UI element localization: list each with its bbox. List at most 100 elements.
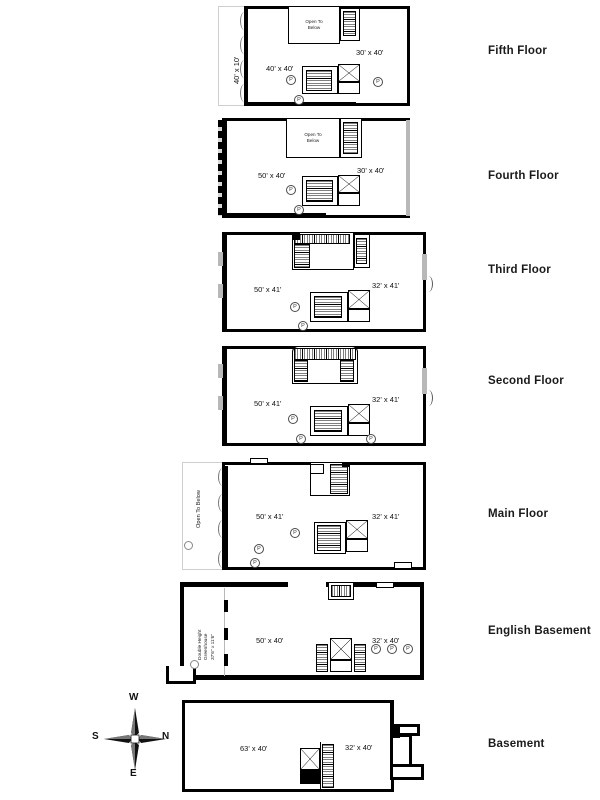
compass-rose-icon	[104, 708, 166, 770]
annotation-line-3: 37'6" x 11'6"	[210, 634, 216, 660]
stair-run-main-upper	[330, 464, 348, 494]
dim-rear-room-second: 32' x 41'	[372, 395, 400, 404]
elevator-fifth	[338, 64, 360, 82]
wall-west-main	[222, 466, 228, 570]
column-marker: P	[254, 544, 264, 554]
column-marker: P	[366, 434, 376, 444]
column-marker: P	[373, 77, 383, 87]
dim-rear-room-fifth: 30' x 40'	[356, 48, 384, 57]
bay-window-icon	[424, 390, 433, 406]
floor-plan-fifth: Open To Below 40' x 10' 40' x 40' 30' x …	[218, 6, 410, 106]
column-marker: P	[286, 185, 296, 195]
stair-run-third	[314, 296, 342, 318]
window-west-second	[218, 364, 223, 378]
rear-door-main	[394, 562, 412, 569]
stair-run-basement	[322, 744, 334, 788]
closet-second	[348, 423, 370, 436]
annotation-line-1: Open To	[196, 506, 202, 528]
floor-label-third: Third Floor	[488, 264, 551, 276]
stair-run-right-second	[340, 360, 354, 382]
open-to-below-room-fourth	[286, 118, 340, 158]
stair-run-upper-second	[294, 348, 356, 360]
stair-run-upper-fourth	[343, 122, 358, 154]
window-west-second	[218, 396, 223, 410]
stair-run-upper-third	[294, 234, 350, 244]
window-east-third	[422, 254, 427, 280]
door-north-english-basement	[376, 582, 394, 588]
wall-west-fourth	[222, 118, 227, 218]
stair-run-lower-third	[294, 244, 310, 268]
greenhouse-feature-marker	[190, 660, 199, 669]
stair-run-upper-english-basement	[331, 585, 351, 597]
floor-label-main: Main Floor	[488, 508, 549, 520]
column-marker: P	[294, 95, 304, 105]
column-marker: P	[371, 644, 381, 654]
bay-window-icon	[218, 520, 228, 538]
wall-south-fourth	[222, 213, 326, 218]
open-to-below-annotation-fourth: Open To Below	[292, 132, 334, 144]
annotation-line-1: Double Height	[198, 629, 203, 660]
floor-label-fifth: Fifth Floor	[488, 45, 548, 57]
bay-window-icon	[424, 276, 433, 292]
column-marker: P	[294, 205, 304, 215]
compass-label-right: N	[162, 731, 170, 742]
dim-front-room-fifth: 40' x 40'	[266, 64, 294, 73]
dim-front-room-fourth: 50' x 40'	[258, 171, 286, 180]
stair-corner-block-third	[292, 232, 300, 240]
elevator-basement	[300, 748, 320, 770]
floor-label-basement: Basement	[488, 738, 545, 750]
building-shell-basement	[182, 700, 394, 792]
dim-front-room-third: 50' x 41'	[254, 285, 282, 294]
dim-rear-room-english-basement: 32' x 40'	[372, 636, 400, 645]
compass-rose: W N E S	[92, 692, 174, 779]
annotation-line-2: Below	[307, 25, 321, 31]
column-marker: P	[286, 75, 296, 85]
elevator-third	[348, 290, 370, 309]
window-east-second	[422, 368, 427, 394]
closet-main-upper	[310, 464, 324, 474]
elevator-english-basement	[330, 638, 352, 660]
greenhouse-annotation-english-basement: Double Height Greenhouse 37'6" x 11'6"	[198, 596, 217, 660]
wall-west-english-basement	[180, 582, 184, 680]
window-west-third	[218, 284, 223, 298]
stair-run-second	[314, 410, 342, 432]
column-marker: P	[387, 644, 397, 654]
floor-plan-basement: 63' x 40' 32' x 40'	[182, 700, 430, 792]
bay-window-icon	[218, 550, 228, 568]
wall-east-upper-basement	[390, 700, 394, 726]
open-to-below-annotation-main: Open To Below	[196, 484, 204, 534]
annotation-line-2: Below	[306, 138, 320, 144]
bay-window-icon	[240, 36, 249, 54]
annotation-line-1: Open To	[305, 19, 323, 24]
compass-label-top: W	[129, 692, 139, 703]
closet-fifth	[338, 82, 360, 94]
secondary-stair-run-third	[356, 238, 367, 264]
floor-plan-english-basement: Double Height Greenhouse 37'6" x 11'6" 5…	[166, 582, 432, 684]
closet-main	[346, 539, 368, 552]
bay-window-icon	[240, 12, 249, 30]
column-marker: P	[298, 321, 308, 331]
dim-rear-room-third: 32' x 41'	[372, 281, 400, 290]
dim-front-room-english-basement: 50' x 40'	[256, 636, 284, 645]
annotation-line-1: Open To	[304, 132, 322, 137]
exterior-feature-marker-main	[184, 541, 193, 550]
stair-run-main	[317, 525, 341, 551]
core-wall-basement	[320, 742, 321, 792]
closet-english-basement	[330, 660, 352, 672]
dim-front-room-basement: 63' x 40'	[240, 744, 268, 753]
stair-run-fourth	[306, 180, 333, 202]
stair-corner-block-main	[342, 462, 350, 467]
opening-north-english-basement	[288, 582, 326, 587]
floor-plan-main: Open To Below 50' x 41' 32' x 41' P P P	[182, 458, 430, 570]
closet-fourth	[338, 193, 360, 206]
rear-extension-mid-basement	[390, 734, 412, 768]
bay-window-icon	[218, 468, 228, 486]
greenhouse-pier-english-basement	[224, 628, 228, 640]
bay-window-icon	[218, 494, 228, 512]
pier-basement	[390, 724, 400, 738]
wall-east-english-basement	[420, 582, 424, 680]
elevator-main	[346, 520, 368, 539]
wall-south-english-basement	[180, 675, 424, 680]
column-marker: P	[290, 528, 300, 538]
floor-label-fourth: Fourth Floor	[488, 170, 559, 182]
